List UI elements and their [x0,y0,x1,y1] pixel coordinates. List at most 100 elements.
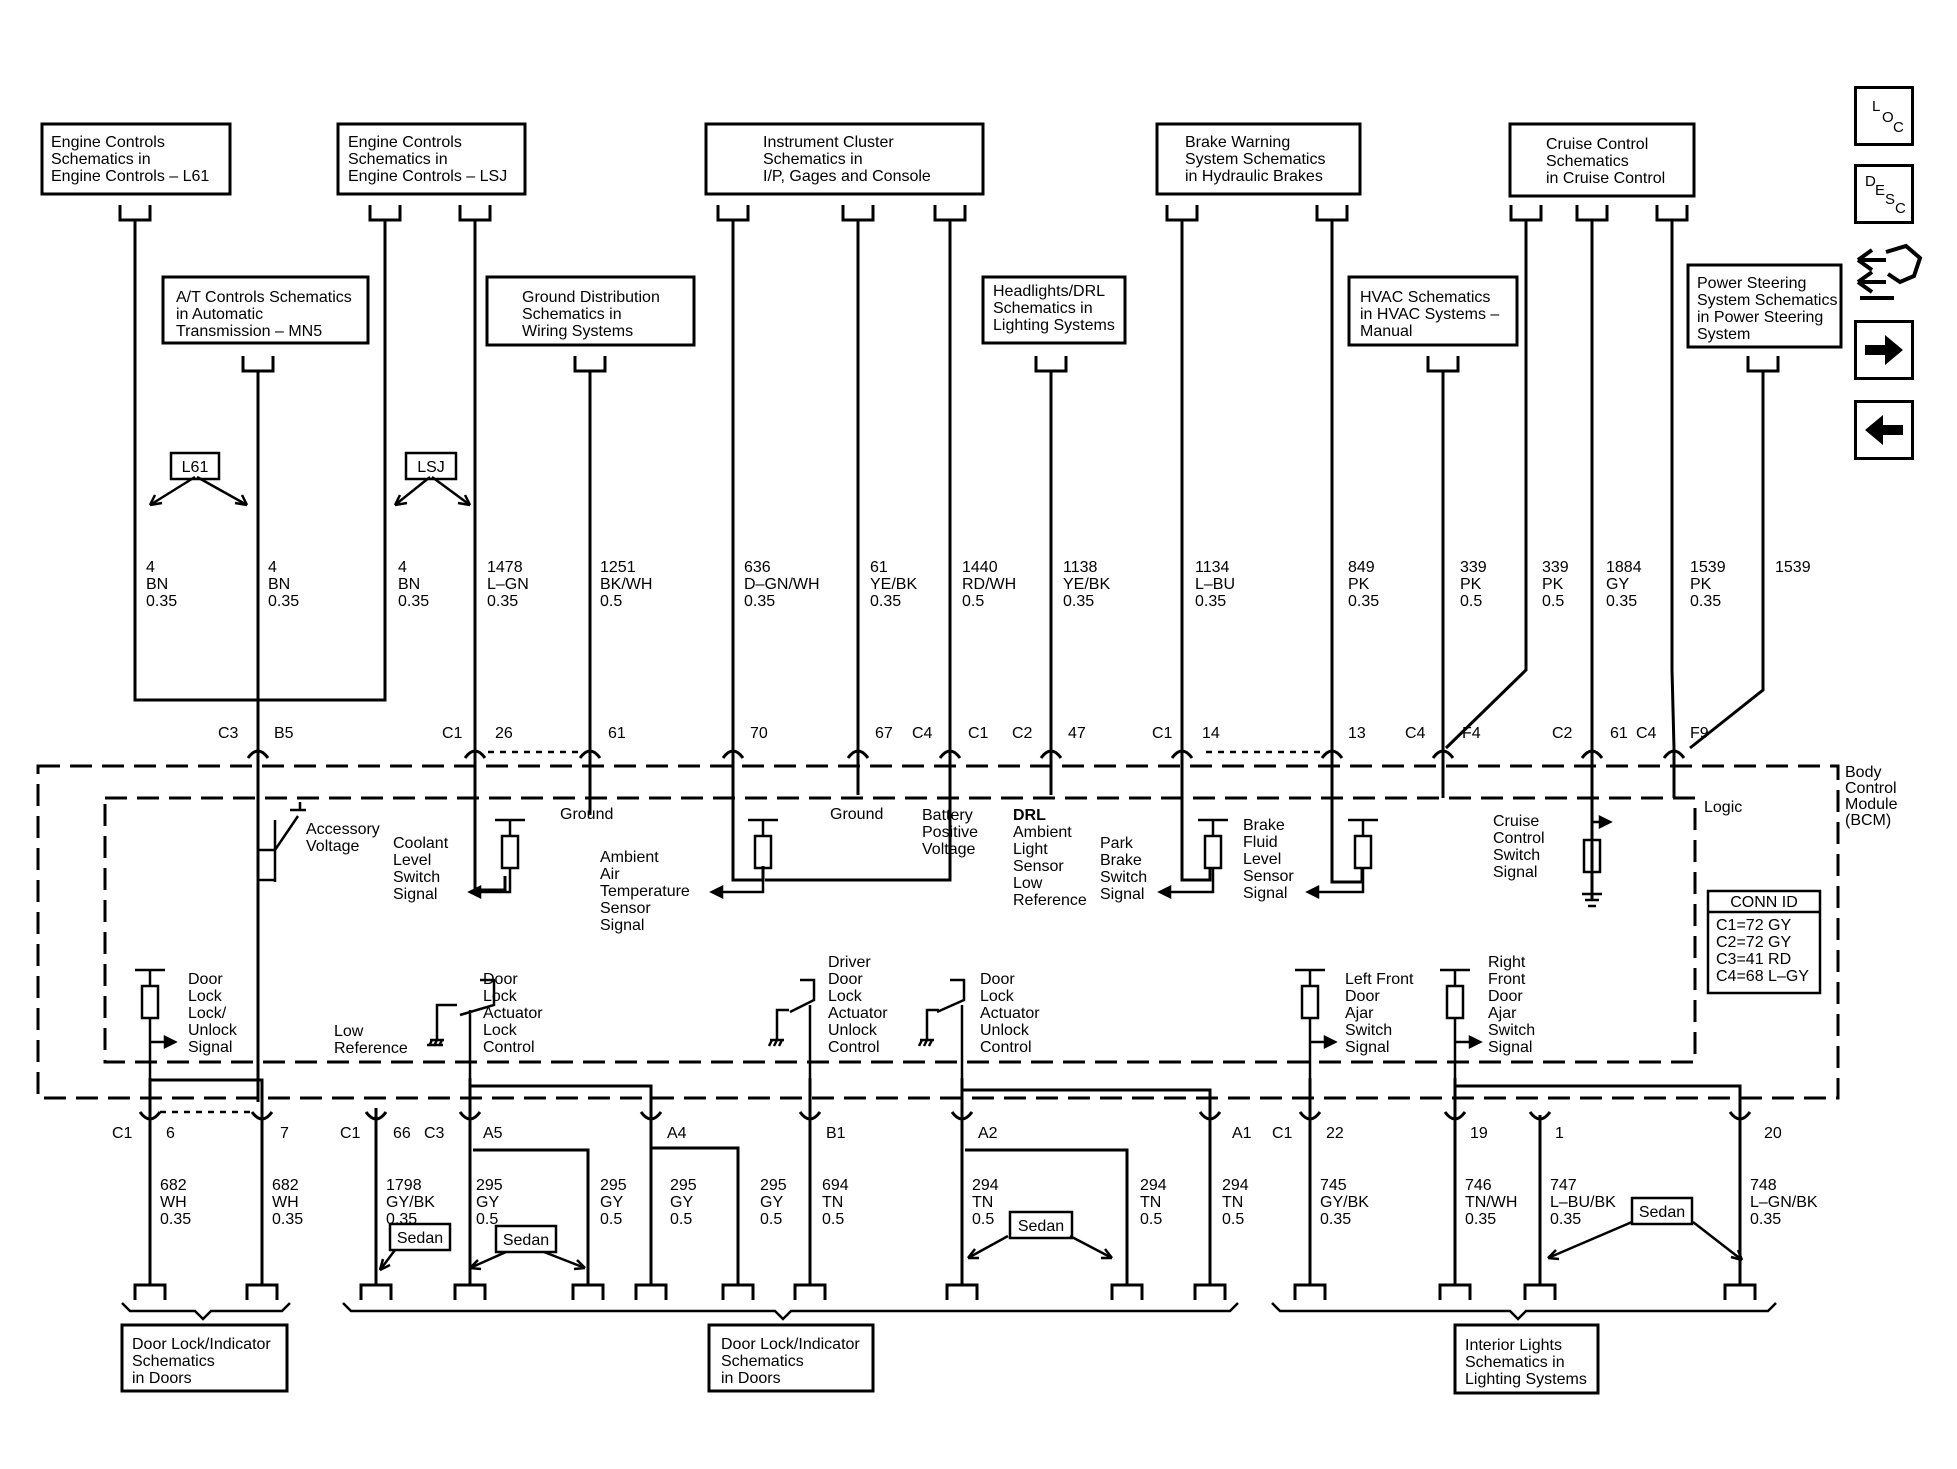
label-rf_ajar-line-4: Ajar [1488,1005,1517,1022]
resistors-upper [467,814,1613,908]
wire-w4a-line-3: 0.35 [146,593,177,610]
label-coolant-line-4: Signal [393,886,437,903]
wire-b294b-line-1: 294 [1140,1177,1167,1194]
next-button[interactable] [1854,320,1914,380]
wire-w1251-line-3: 0.5 [600,593,622,610]
conn-id-line-1: C1=72 GY [1716,917,1791,934]
wire-b682a-line-1: 682 [160,1177,187,1194]
wire-b694-line-1: 694 [822,1177,849,1194]
label-coolant-line-2: Level [393,852,431,869]
wire-w4c-line-3: 0.35 [398,593,429,610]
box-cruise-line-3: in Cruise Control [1546,170,1665,187]
pin-a2: A2 [978,1125,998,1142]
label-door_lock_act-line-2: Lock [483,988,518,1005]
conn-id-line-4: C4=68 L–GY [1716,968,1809,985]
label-rf_ajar-line-1: Right [1488,954,1526,971]
sedan-tag-3: Sedan [1018,1218,1064,1235]
box-interior_lights-line-2: Schematics in [1465,1354,1565,1371]
pin-c4b: C4 [1405,725,1426,742]
wire-w1539a-line-3: 0.35 [1690,593,1721,610]
box-brake_warn-line-2: System Schematics [1185,151,1325,168]
wire-b682b-line-1: 682 [272,1177,299,1194]
loc-c: C [1893,119,1904,136]
label-lf_ajar-line-5: Signal [1345,1039,1389,1056]
box-power_steer-line-1: Power Steering [1697,275,1806,292]
wire-w1478-line-1: 1478 [487,559,523,576]
box-at_controls-line-3: Transmission – MN5 [176,323,322,340]
pin-p47: 47 [1068,725,1086,742]
label-lf_ajar-line-1: Left Front [1345,971,1414,988]
box-headlights-line-1: Headlights/DRL [993,283,1105,300]
label-brake_fluid-line-4: Sensor [1243,868,1294,885]
wire-w4b-line-2: BN [268,576,290,593]
wire-w1440-line-3: 0.5 [962,593,984,610]
label-driver_unlock-line-1: Driver [828,954,871,971]
wire-w4c-line-1: 4 [398,559,407,576]
wire-b694-line-3: 0.5 [822,1211,844,1228]
l61-tag: L61 [182,459,209,476]
label-cruise_sw-line-4: Signal [1493,864,1537,881]
wire-b295d-line-3: 0.5 [760,1211,782,1228]
box-hvac-line-1: HVAC Schematics [1360,289,1490,306]
lsj-tag-box [404,451,458,481]
pin-bc3: C3 [424,1125,445,1142]
wire-w1884-line-2: GY [1606,576,1629,593]
wire-b746-line-1: 746 [1465,1177,1492,1194]
pin-p67: 67 [875,725,893,742]
label-lf_ajar-line-2: Door [1345,988,1380,1005]
description-button[interactable]: D E S C [1854,164,1914,224]
wire-w4a-line-1: 4 [146,559,155,576]
box-door_lock_left-line-3: in Doors [132,1370,192,1387]
label-door_lock_sig-line-2: Lock [188,988,223,1005]
wire-w339a-line-2: PK [1460,576,1482,593]
pin-b1: B1 [826,1125,846,1142]
previous-button[interactable] [1854,400,1914,460]
pin-c1b: C1 [968,725,989,742]
loc-o: O [1882,109,1894,126]
box-instrument-line-1: Instrument Cluster [763,134,894,151]
bottom-boxes [120,1323,1600,1395]
connector-icon[interactable] [1854,240,1926,306]
label-brake_fluid-line-1: Brake [1243,817,1285,834]
wire-b295d-line-2: GY [760,1194,783,1211]
logic-label: Logic [1704,799,1742,816]
pin-p22: 22 [1326,1125,1344,1142]
box-instrument-line-3: I/P, Gages and Console [763,168,931,185]
desc-c: C [1895,200,1906,217]
pin-a1: A1 [1232,1125,1252,1142]
label-door_unlock-line-2: Lock [980,988,1015,1005]
pin-c2a: C2 [1012,725,1033,742]
box-brake_warn-line-3: in Hydraulic Brakes [1185,168,1323,185]
box-interior_lights-line-1: Interior Lights [1465,1337,1562,1354]
wire-b295c-line-3: 0.5 [670,1211,692,1228]
box-instrument-line-2: Schematics in [763,151,863,168]
label-battery-line-1: Battery [922,807,973,824]
box-hvac-line-3: Manual [1360,323,1412,340]
label-door_lock_act-line-4: Lock [483,1022,518,1039]
wire-b682a-line-3: 0.35 [160,1211,191,1228]
label-brake_fluid-line-3: Level [1243,851,1281,868]
wire-b295c-line-2: GY [670,1194,693,1211]
pin-p61: 61 [608,725,626,742]
wire-b746-line-3: 0.35 [1465,1211,1496,1228]
wire-w1440-line-2: RD/WH [962,576,1016,593]
wire-w1134-line-3: 0.35 [1195,593,1226,610]
wire-b694-line-2: TN [822,1194,843,1211]
wire-b294a-line-3: 0.5 [972,1211,994,1228]
wire-w339b-line-3: 0.5 [1542,593,1564,610]
label-driver_unlock-line-2: Door [828,971,863,988]
location-button[interactable]: L O C [1854,86,1914,146]
label-park_brake-line-3: Switch [1100,869,1147,886]
accessory-switch [256,802,306,882]
wire-w4a-line-2: BN [146,576,168,593]
pin-p26: 26 [495,725,513,742]
wire-b748-line-3: 0.35 [1750,1211,1781,1228]
bcm-name-line-3: Module [1845,796,1898,813]
label-door_lock_sig-line-4: Unlock [188,1022,238,1039]
box-power_steer-line-2: System Schematics [1697,292,1837,309]
label-door_unlock-line-3: Actuator [980,1005,1040,1022]
pin-a4: A4 [667,1125,687,1142]
box-headlights-line-2: Schematics in [993,300,1093,317]
box-door_lock_mid-line-3: in Doors [721,1370,781,1387]
